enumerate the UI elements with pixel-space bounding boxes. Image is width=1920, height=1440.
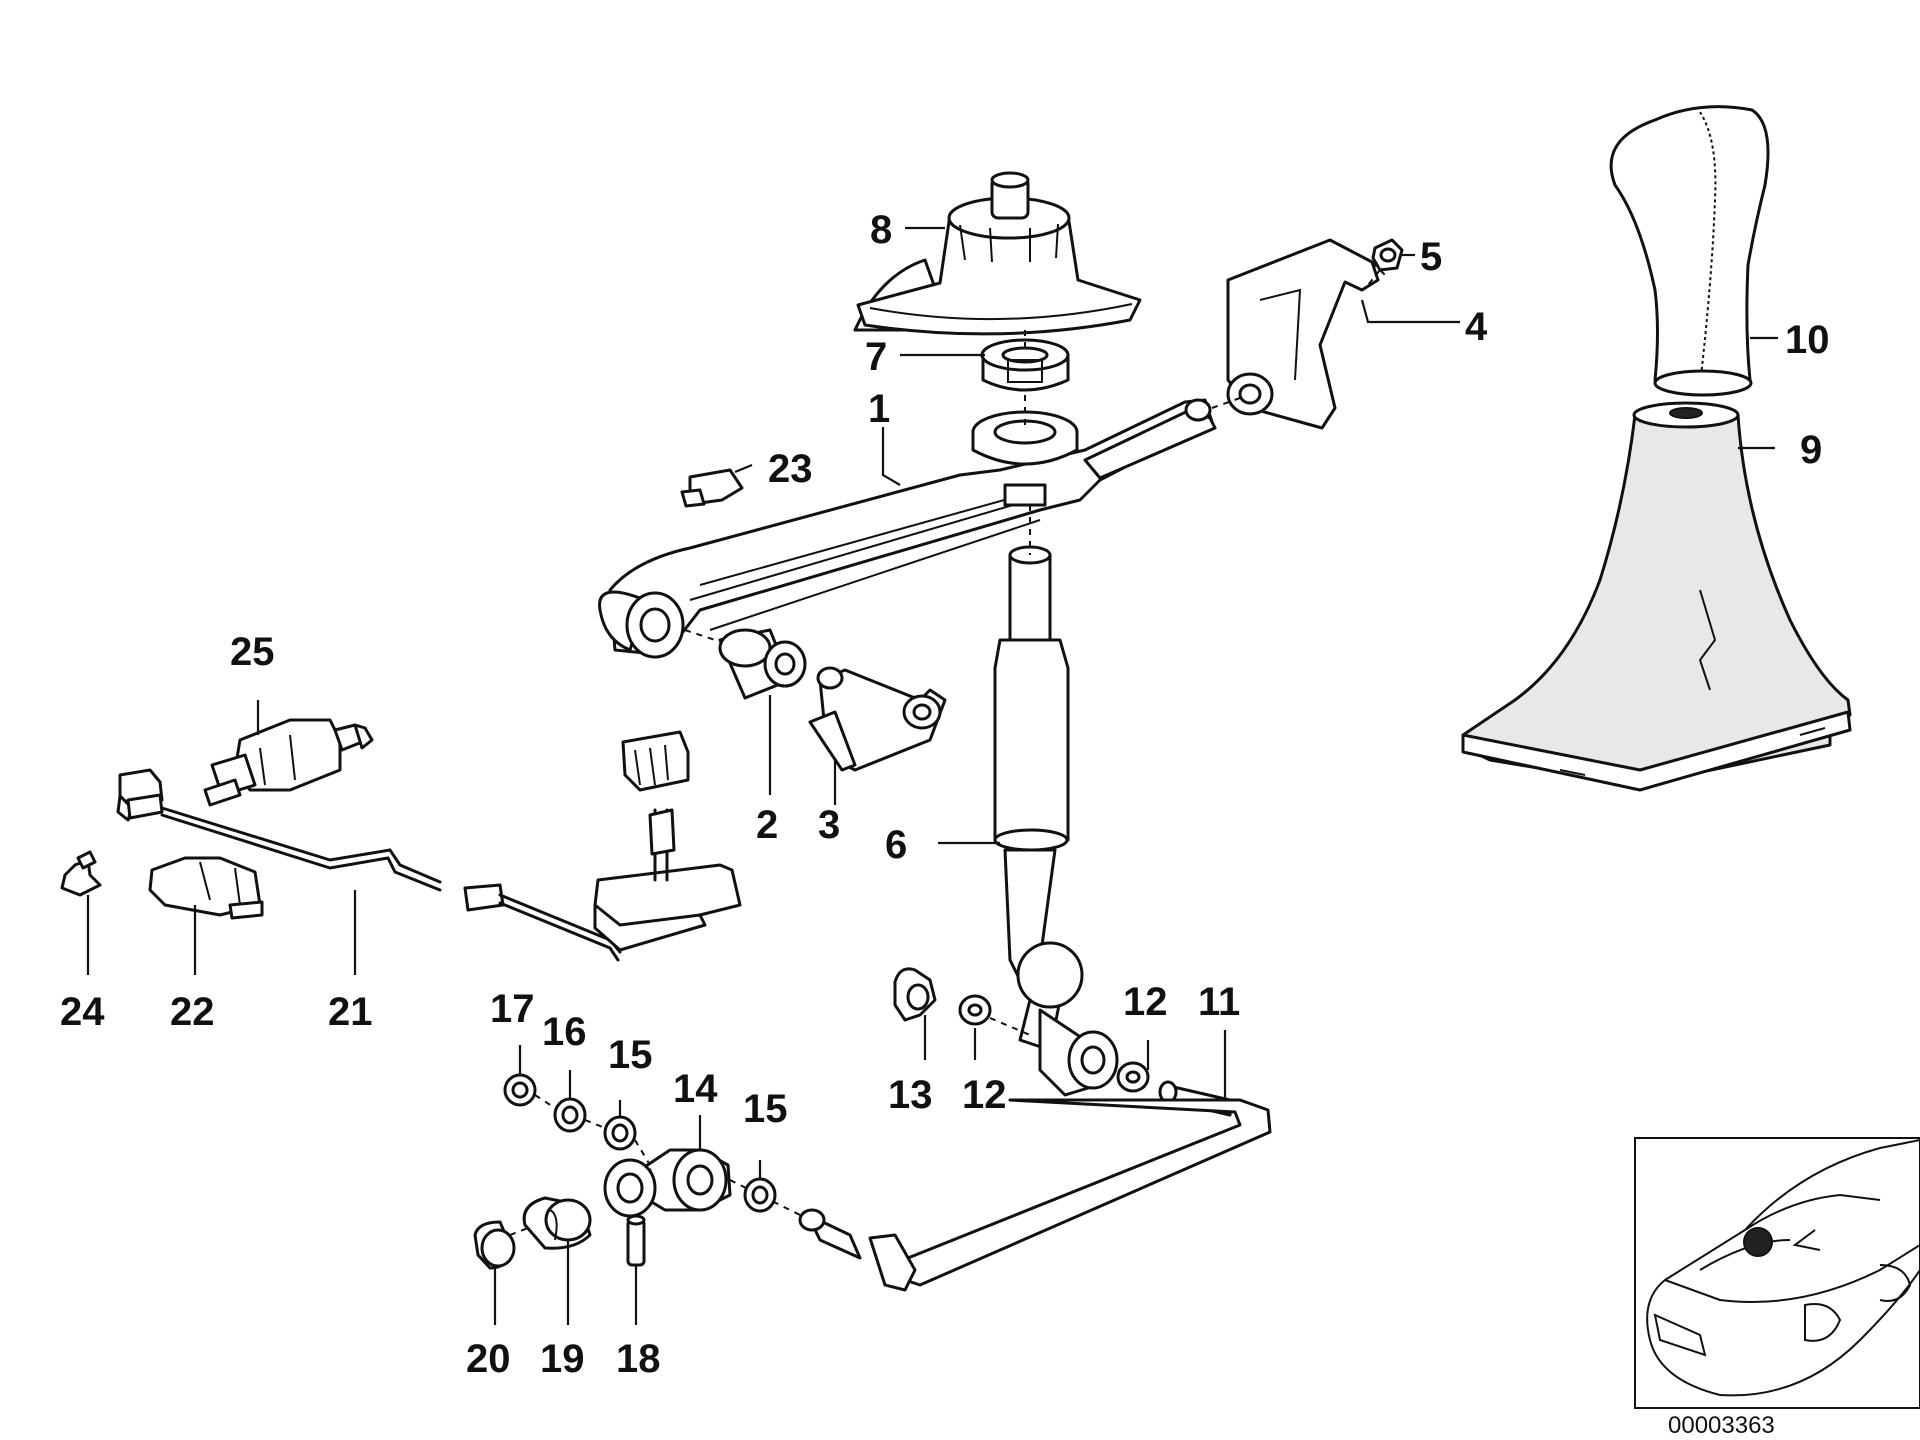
callout-17: 17 [490,987,535,1031]
callout-7: 7 [865,335,887,379]
part-7-bearing-ring [980,338,1070,392]
part-12-washer [958,994,1150,1093]
part-8-rubber-boot [853,171,1142,336]
callout-13: 13 [888,1073,933,1117]
part-13-clip [893,967,937,1022]
callout-labels: 1 2 3 4 5 6 7 8 9 10 11 12 12 13 14 15 1… [60,208,1830,1381]
part-18-dowel-pin [626,1214,646,1267]
callout-2: 2 [756,803,778,847]
callout-12a: 12 [1123,980,1168,1024]
callout-15a: 15 [608,1033,653,1077]
callout-5: 5 [1420,235,1442,279]
part-6-shift-rod [993,505,1119,1097]
part-4-bracket [1211,238,1386,430]
part-5-nut [1367,238,1404,286]
callout-25: 25 [230,630,275,674]
callout-1: 1 [868,387,890,431]
callout-18: 18 [616,1337,661,1381]
document-number: 00003363 [1668,1412,1775,1439]
part-20-cap [473,1220,529,1270]
callout-11: 11 [1198,980,1240,1024]
callout-24: 24 [60,990,105,1034]
callout-4: 4 [1465,305,1488,349]
part-9-shift-boot [1461,401,1852,792]
callout-20: 20 [466,1337,511,1381]
part-16-washer [553,1097,587,1133]
callout-8: 8 [870,208,892,252]
part-2-bushing [684,628,807,700]
callout-15b: 15 [743,1087,788,1131]
part-19-sleeve [522,1196,592,1250]
part-24-push-clip [60,850,102,897]
callout-6: 6 [885,823,907,867]
callout-9: 9 [1800,428,1822,472]
part-23-clip [680,468,744,508]
part-3-clip [808,666,947,772]
leader-lines [86,226,1778,1325]
callout-21: 21 [328,990,373,1034]
vehicle-location-inset [1634,1137,1920,1409]
callout-14: 14 [673,1067,718,1111]
part-1-selector-lever [598,330,1217,659]
part-14-coupling [603,1098,1272,1292]
part-22-grommet [148,856,264,920]
part-10-gear-knob [1609,105,1770,397]
part-17-circlip [503,1073,651,1166]
callout-16: 16 [542,1010,587,1054]
callout-10: 10 [1785,318,1830,362]
callout-3: 3 [818,803,840,847]
callout-19: 19 [540,1337,585,1381]
part-25-switch [203,718,374,807]
part-21-wiring-harness [116,730,742,962]
callout-12b: 12 [962,1073,1007,1117]
callout-22: 22 [170,990,215,1034]
callout-23: 23 [768,447,813,491]
